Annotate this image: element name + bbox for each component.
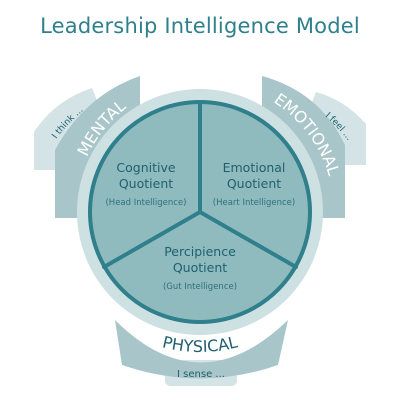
diagram-title: Leadership Intelligence Model xyxy=(40,14,360,38)
percipience-title-line2: Quotient xyxy=(173,260,227,275)
cognitive-title-line1: Cognitive xyxy=(116,160,175,175)
physical-band-shape xyxy=(115,320,288,379)
emotional-subtitle: (Heart Intelligence) xyxy=(213,198,295,208)
sector-dividers xyxy=(102,100,298,269)
percipience-subtitle: (Gut Intelligence) xyxy=(163,282,237,292)
physical-band-label: PHYSICAL xyxy=(161,332,240,356)
percipience-title-line1: Percipience xyxy=(164,244,236,259)
emotional-title-line2: Quotient xyxy=(227,176,281,191)
emotional-title-line1: Emotional xyxy=(223,160,286,175)
cognitive-title-line2: Quotient xyxy=(119,176,173,191)
cognitive-subtitle: (Head Intelligence) xyxy=(105,198,186,208)
physical-tab-label: I sense ... xyxy=(177,369,225,380)
